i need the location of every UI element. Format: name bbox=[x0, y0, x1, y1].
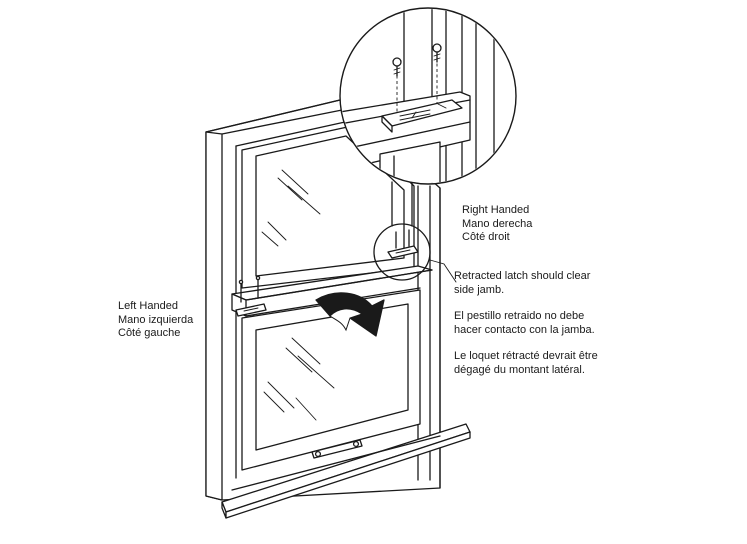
right-sash-latch-icon bbox=[387, 229, 419, 259]
sash-tilt-arrow-icon bbox=[315, 292, 385, 337]
sash-lift-handle bbox=[311, 439, 363, 459]
note-leader-line bbox=[429, 259, 457, 283]
note-french: Le loquet rétracté devrait être dégagé d… bbox=[454, 350, 598, 376]
note-english: Retracted latch should clear side jamb. bbox=[454, 270, 591, 296]
left-handed-label: Left Handed Mano izquierda Côté gauche bbox=[118, 300, 194, 339]
screw-icon bbox=[432, 43, 442, 63]
left-sash-latch-icon bbox=[235, 275, 267, 317]
note-spanish: El pestillo retraido no debe hacer conta… bbox=[454, 310, 595, 336]
magnified-detail bbox=[339, 7, 517, 227]
window-sill bbox=[221, 423, 471, 519]
upper-sash bbox=[241, 125, 415, 289]
screw-icon bbox=[392, 57, 402, 77]
right-handed-label: Right Handed Mano derecha Côté droit bbox=[462, 204, 533, 243]
